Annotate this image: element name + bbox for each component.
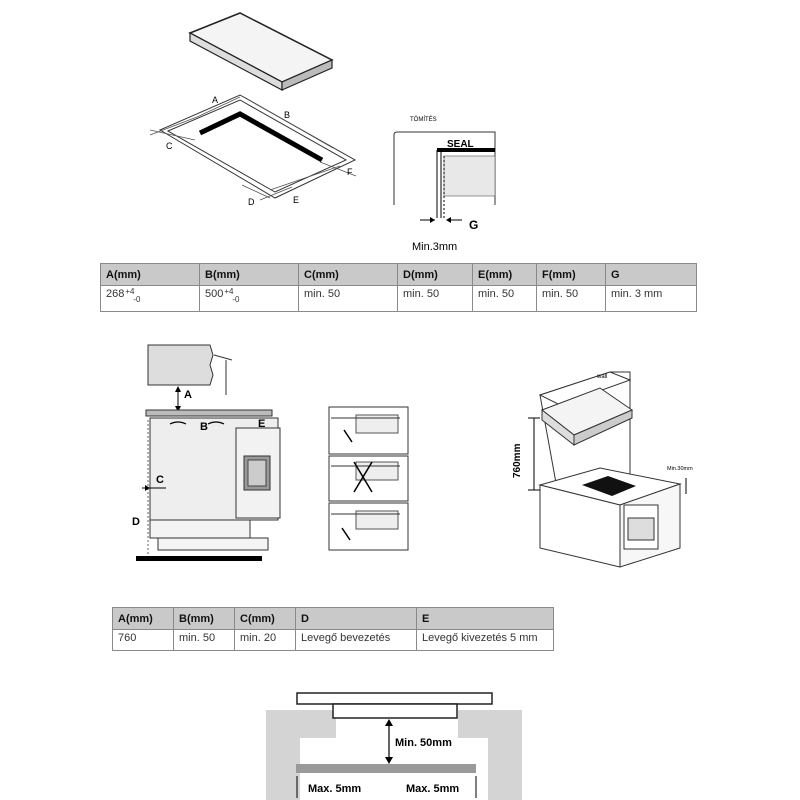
label-g: G [469, 218, 478, 232]
installation-steps [328, 406, 409, 551]
cross-section-diagram: Min. 50mm Max. 5mm Max. 5mm [266, 692, 522, 800]
cell-g: min. 3 mm [605, 285, 697, 312]
label-b: B [284, 110, 290, 120]
step-1 [328, 406, 409, 455]
cell-d: Levegő bevezetés [295, 629, 417, 651]
step-3 [328, 502, 409, 551]
table-row: 760 min. 50 min. 20 Levegő bevezetés Lev… [112, 629, 554, 651]
cutout-dimensions-table: A(mm) B(mm) C(mm) D(mm) E(mm) F(mm) G 26… [100, 263, 697, 312]
dimension-lines [149, 96, 357, 201]
header-a: A(mm) [100, 263, 200, 286]
cell-c: min. 50 [298, 285, 398, 312]
cell-a: 268+4-0 [100, 285, 200, 312]
table-row: 268+4-0 500+4-0 min. 50 min. 50 min. 50 … [100, 285, 697, 312]
height-label: 760mm [512, 443, 523, 478]
min-side-label: Min.30mm [667, 466, 693, 472]
header-c: C(mm) [298, 263, 398, 286]
wall-label: wall [596, 374, 607, 380]
label-a: A [212, 95, 218, 105]
header-e: E(mm) [472, 263, 537, 286]
cutout-edges [198, 111, 324, 163]
cutout-diagram: A B C D E F [149, 12, 357, 207]
header-g: G [605, 263, 697, 286]
cell-e: min. 50 [472, 285, 537, 312]
value-a: 268 [106, 288, 125, 300]
tolerance-a-minus: -0 [133, 295, 141, 304]
tolerance-a-plus: +4 [125, 287, 135, 296]
fig2-label-d: D [132, 516, 140, 528]
label-f: F [347, 167, 353, 177]
bottom-panel [296, 764, 476, 773]
header-d: D [295, 607, 417, 630]
cell-d: min. 50 [397, 285, 473, 312]
ventilation-diagram: B A C D E [132, 344, 281, 561]
table-header-row: A(mm) B(mm) C(mm) D E [112, 607, 554, 630]
value-b: 500 [205, 288, 224, 300]
label-c: C [166, 141, 173, 151]
seal-label: SEAL [447, 139, 474, 150]
seal-title: TÖMÍTÉS [410, 116, 437, 123]
header-c: C(mm) [234, 607, 296, 630]
tolerance-b-minus: -0 [232, 295, 240, 304]
max-left-label: Max. 5mm [308, 783, 361, 795]
max-right-label: Max. 5mm [406, 783, 459, 795]
kitchen-perspective: wall 760mm Min.30mm [512, 371, 693, 568]
seal-detail: TÖMÍTÉS SEAL G Min.3mm [393, 116, 496, 253]
hob-illustration [188, 12, 334, 91]
worktop-outline [158, 94, 357, 199]
worktop-section [443, 155, 496, 197]
fig2-label-b: B [200, 421, 208, 433]
cell-c: min. 20 [234, 629, 296, 651]
cell-e: Levegő kivezetés 5 mm [416, 629, 554, 651]
header-d: D(mm) [397, 263, 473, 286]
hob-top [296, 692, 493, 705]
table-header-row: A(mm) B(mm) C(mm) D(mm) E(mm) F(mm) G [100, 263, 697, 286]
label-e: E [293, 195, 299, 205]
tolerance-b: +4-0 [224, 288, 239, 304]
cell-a: 760 [112, 629, 174, 651]
hob-body [332, 703, 458, 719]
min-depth-label: Min. 50mm [395, 737, 452, 749]
ventilation-table: A(mm) B(mm) C(mm) D E 760 min. 50 min. 2… [112, 607, 554, 651]
tolerance-a: +4-0 [125, 288, 140, 304]
header-a: A(mm) [112, 607, 174, 630]
header-f: F(mm) [536, 263, 606, 286]
header-e: E [416, 607, 554, 630]
cell-b: 500+4-0 [199, 285, 299, 312]
cell-f: min. 50 [536, 285, 606, 312]
header-b: B(mm) [199, 263, 299, 286]
tolerance-b-plus: +4 [224, 287, 234, 296]
header-b: B(mm) [173, 607, 235, 630]
cell-b: min. 50 [173, 629, 235, 651]
label-d: D [248, 197, 255, 207]
fig2-label-a: A [184, 389, 192, 401]
fig2-label-e: E [258, 418, 265, 430]
fig2-label-c: C [156, 474, 164, 486]
step-2 [328, 455, 409, 502]
min-gap-label: Min.3mm [412, 241, 457, 253]
